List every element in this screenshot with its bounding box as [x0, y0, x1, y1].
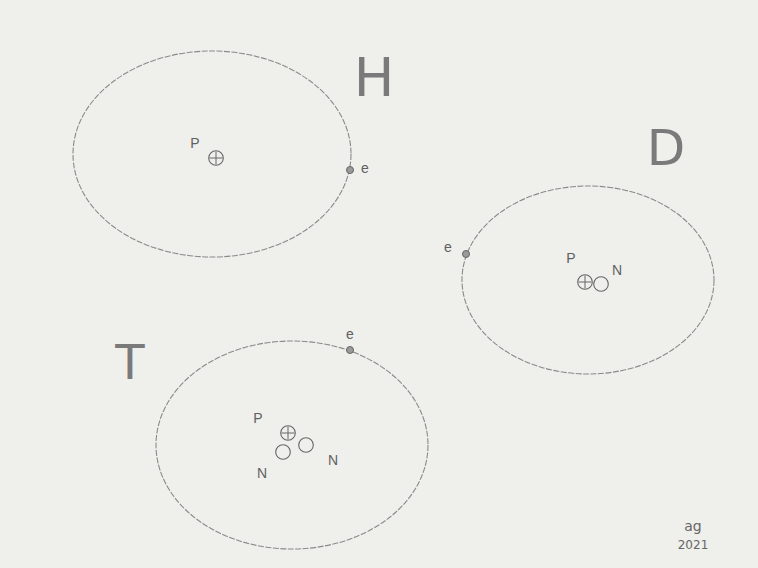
atom-orbit: PeH [72, 50, 352, 258]
particle-label: e [444, 240, 452, 254]
neutron-particle: N [275, 444, 291, 460]
electron-particle-outline [346, 346, 354, 354]
plus-sign [579, 276, 592, 289]
isotope-letter: D [647, 123, 686, 173]
neutron-particle: N [593, 276, 609, 292]
particle-circle [209, 151, 224, 166]
particle-label: P [190, 136, 199, 150]
atom-orbit: ePND [461, 185, 715, 375]
particle-label: N [612, 263, 622, 277]
particle-label: N [257, 466, 267, 480]
particle-label: N [328, 453, 338, 467]
neutron-particle: N [298, 437, 314, 453]
signature-text: 2021 [678, 539, 709, 551]
proton-particle: P [280, 425, 296, 441]
particle-label: e [361, 161, 369, 175]
isotope-letter: H [354, 51, 395, 105]
proton-particle-outline [577, 274, 593, 290]
particle-circle [299, 438, 314, 453]
orbit-ellipse [73, 51, 351, 257]
particle-circle [281, 426, 296, 441]
particle-label: P [253, 411, 262, 425]
electron-particle-outline [346, 166, 354, 174]
electron-dot [347, 167, 354, 174]
electron-dot [347, 347, 354, 354]
particle-circle [276, 445, 291, 460]
particle-label: P [566, 251, 575, 265]
proton-particle: P [208, 150, 224, 166]
neutron-particle-outline [275, 444, 291, 460]
neutron-particle-outline [298, 437, 314, 453]
electron-dot [463, 251, 470, 258]
electron-particle: e [462, 250, 470, 258]
proton-particle-outline [208, 150, 224, 166]
atom-orbit-outline [155, 340, 429, 550]
electron-particle: e [346, 166, 354, 174]
electron-particle: e [346, 346, 354, 354]
electron-particle-outline [462, 250, 470, 258]
plus-sign [282, 427, 295, 440]
proton-particle: P [577, 274, 593, 290]
proton-particle-outline [280, 425, 296, 441]
orbit-ellipse [156, 341, 428, 549]
plus-sign [210, 152, 223, 165]
signature-text: ag [684, 519, 701, 533]
neutron-particle-outline [593, 276, 609, 292]
particle-circle [594, 277, 609, 292]
orbit-ellipse [462, 186, 714, 374]
isotope-letter: T [115, 338, 144, 386]
particle-circle [578, 275, 593, 290]
particle-label: e [346, 327, 354, 341]
atom-orbit: ePNNT [155, 340, 429, 550]
